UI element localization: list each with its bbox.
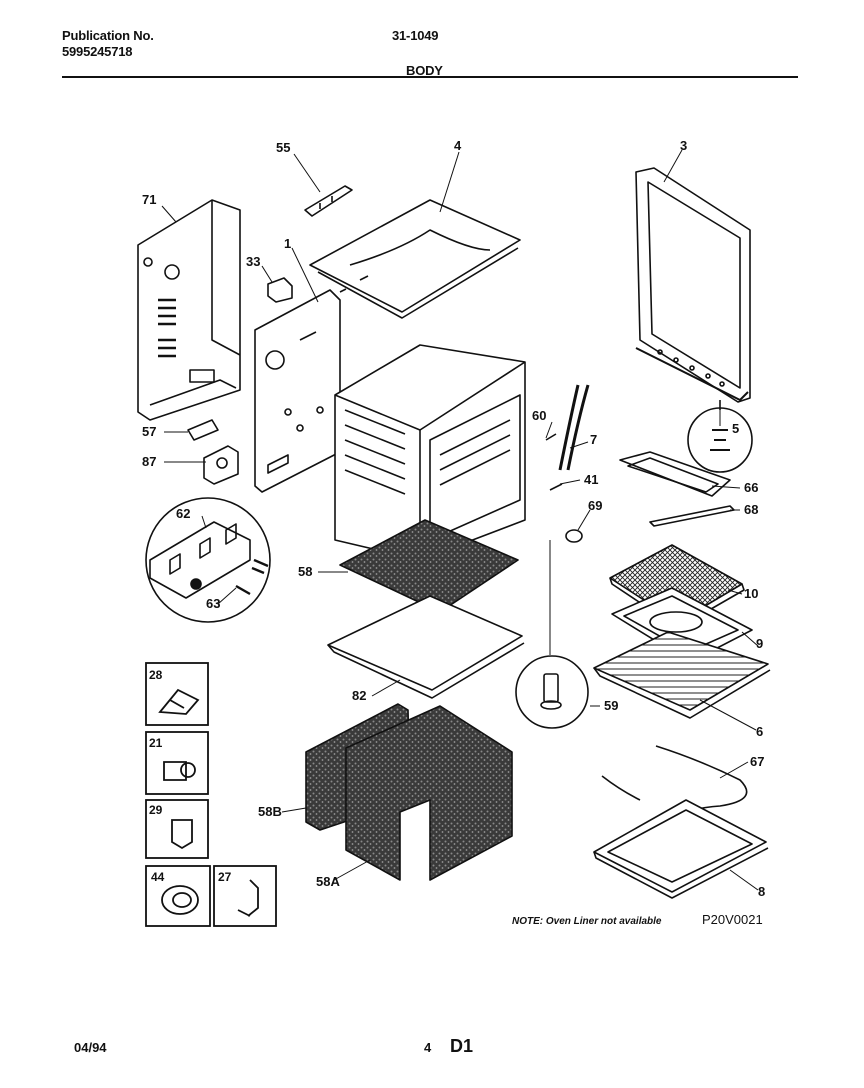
- part-71-back-panel: [137, 199, 241, 421]
- part-62-63-detail-circle: [145, 497, 271, 623]
- part-55-bracket: [304, 185, 353, 217]
- callout-33: 33: [246, 254, 260, 269]
- callout-6: 6: [756, 724, 763, 739]
- inset-part-29: 29: [149, 803, 163, 817]
- callout-58b: 58B: [258, 804, 282, 819]
- part-82-bottom-panel: [327, 595, 525, 699]
- callout-57: 57: [142, 424, 156, 439]
- small-parts-inset: 28 21 29 44 27: [145, 662, 277, 927]
- oven-cavity-body: [334, 344, 526, 561]
- part-6-oven-rack: [593, 631, 771, 719]
- callout-41: 41: [584, 472, 598, 487]
- callout-1: 1: [284, 236, 291, 251]
- callout-10: 10: [744, 586, 758, 601]
- inset-part-27: 27: [218, 870, 232, 884]
- callout-67: 67: [750, 754, 764, 769]
- part-58a-58b-insulation: [305, 703, 513, 881]
- part-33-bracket: [267, 277, 293, 303]
- inset-part-21: 21: [149, 736, 163, 750]
- callout-71: 71: [142, 192, 156, 207]
- part-3-door-frame: [635, 167, 751, 403]
- callout-7: 7: [590, 432, 597, 447]
- leader-lines: [161, 149, 759, 891]
- model-number: 31-1049: [392, 28, 439, 43]
- callout-55: 55: [276, 140, 290, 155]
- part-66-broil-element: [619, 451, 731, 497]
- callout-labels: 71 55 4 3 33 1 57 87 60 7 5 41 66 68 69 …: [142, 138, 765, 899]
- callout-60: 60: [532, 408, 546, 423]
- callout-87: 87: [142, 454, 156, 469]
- part-69-ring: [565, 529, 583, 543]
- part-68-bar: [649, 505, 735, 527]
- part-8-oven-bottom: [593, 799, 769, 899]
- callout-9: 9: [756, 636, 763, 651]
- callout-68: 68: [744, 502, 758, 517]
- callout-4: 4: [454, 138, 462, 153]
- callout-8: 8: [758, 884, 765, 899]
- part-59-detail-circle: [515, 540, 589, 729]
- callout-63: 63: [206, 596, 220, 611]
- publication-number: 5995245718: [62, 44, 133, 59]
- callout-58: 58: [298, 564, 312, 579]
- callout-5: 5: [732, 421, 739, 436]
- part-7-element-bracket: [545, 384, 590, 491]
- callout-62: 62: [176, 506, 190, 521]
- callout-82: 82: [352, 688, 366, 703]
- drawing-code: P20V0021: [702, 912, 763, 927]
- oven-liner-note: NOTE: Oven Liner not available: [512, 916, 662, 927]
- footer-date: 04/94: [74, 1040, 107, 1055]
- part-4-top-panel: [309, 199, 521, 319]
- callout-69: 69: [588, 498, 602, 513]
- section-title: BODY: [406, 63, 443, 78]
- callout-66: 66: [744, 480, 758, 495]
- inset-part-44: 44: [151, 870, 165, 884]
- inset-part-28: 28: [149, 668, 163, 682]
- header-rule: [62, 76, 798, 78]
- callout-3: 3: [680, 138, 687, 153]
- callout-59: 59: [604, 698, 618, 713]
- part-1-side-panel: [254, 289, 341, 493]
- part-87-block: [203, 445, 239, 485]
- callout-58a: 58A: [316, 874, 340, 889]
- footer-section-code: D1: [450, 1036, 474, 1056]
- publication-label: Publication No.: [62, 28, 154, 43]
- footer-page-number: 4: [424, 1040, 432, 1055]
- part-57-plate: [187, 419, 219, 441]
- part-58-insulation: [339, 519, 519, 613]
